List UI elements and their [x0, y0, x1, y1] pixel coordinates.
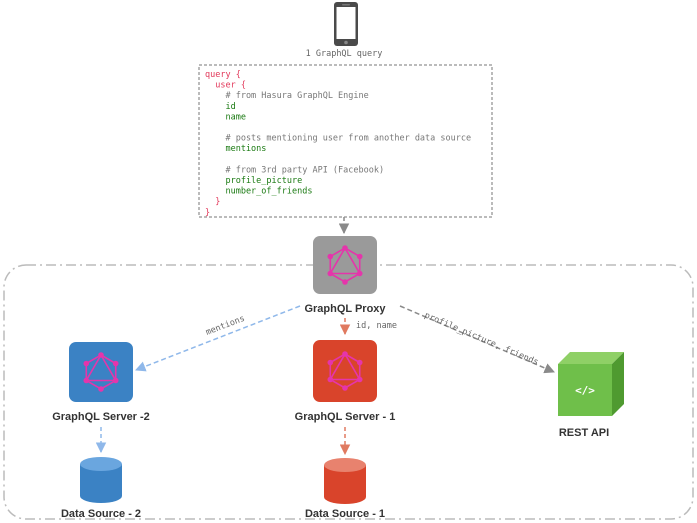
cube-top	[558, 352, 624, 364]
query-line: # from Hasura GraphQL Engine	[205, 91, 369, 101]
code-cube-icon: </>	[575, 384, 595, 397]
cube-side	[612, 352, 624, 416]
query-line: profile_picture	[205, 176, 302, 186]
query-line: number_of_friends	[205, 187, 312, 197]
query-line: # from 3rd party API (Facebook)	[205, 165, 384, 175]
query-code: query { user { # from Hasura GraphQL Eng…	[205, 70, 471, 218]
query-line: # posts mentioning user from another dat…	[205, 134, 471, 144]
query-line: name	[205, 112, 246, 122]
edge-proxy-to-server2	[135, 305, 301, 372]
database-icon	[324, 458, 366, 504]
query-line: mentions	[205, 144, 266, 154]
graphql-proxy-node[interactable]	[313, 236, 377, 294]
smartphone-icon	[334, 2, 358, 46]
edge-label-id-name: id, name	[356, 321, 397, 331]
edge-label-profile-friends: profile_picture, friends	[423, 311, 540, 368]
query-line: user {	[205, 81, 246, 91]
graphql-logo-icon	[327, 351, 363, 391]
graphql-proxy-label: GraphQL Proxy	[304, 303, 386, 315]
data-source-2-label: Data Source - 2	[61, 508, 141, 520]
cube-front	[558, 364, 612, 416]
query-line: }	[205, 208, 210, 218]
graphql-server-2-label: GraphQL Server -2	[52, 411, 150, 423]
query-line: id	[205, 102, 236, 112]
graphql-server-1-label: GraphQL Server - 1	[295, 411, 396, 423]
query-line: }	[205, 197, 220, 207]
graphql-server-1-node[interactable]	[313, 340, 377, 402]
graphql-logo-icon	[83, 352, 119, 392]
rest-api-node[interactable]: </>	[558, 352, 624, 416]
database-icon	[80, 457, 122, 503]
edge-label-mentions: mentions	[204, 314, 246, 338]
edge-proxy-to-rest	[399, 305, 555, 374]
rest-api-label: REST API	[559, 427, 609, 439]
query-box	[198, 64, 493, 218]
graphql-server-2-node[interactable]	[69, 342, 133, 402]
client-caption: 1 GraphQL query	[306, 49, 383, 59]
data-source-1-label: Data Source - 1	[305, 508, 385, 520]
query-line: query {	[205, 70, 241, 80]
graphql-logo-icon	[327, 245, 363, 285]
